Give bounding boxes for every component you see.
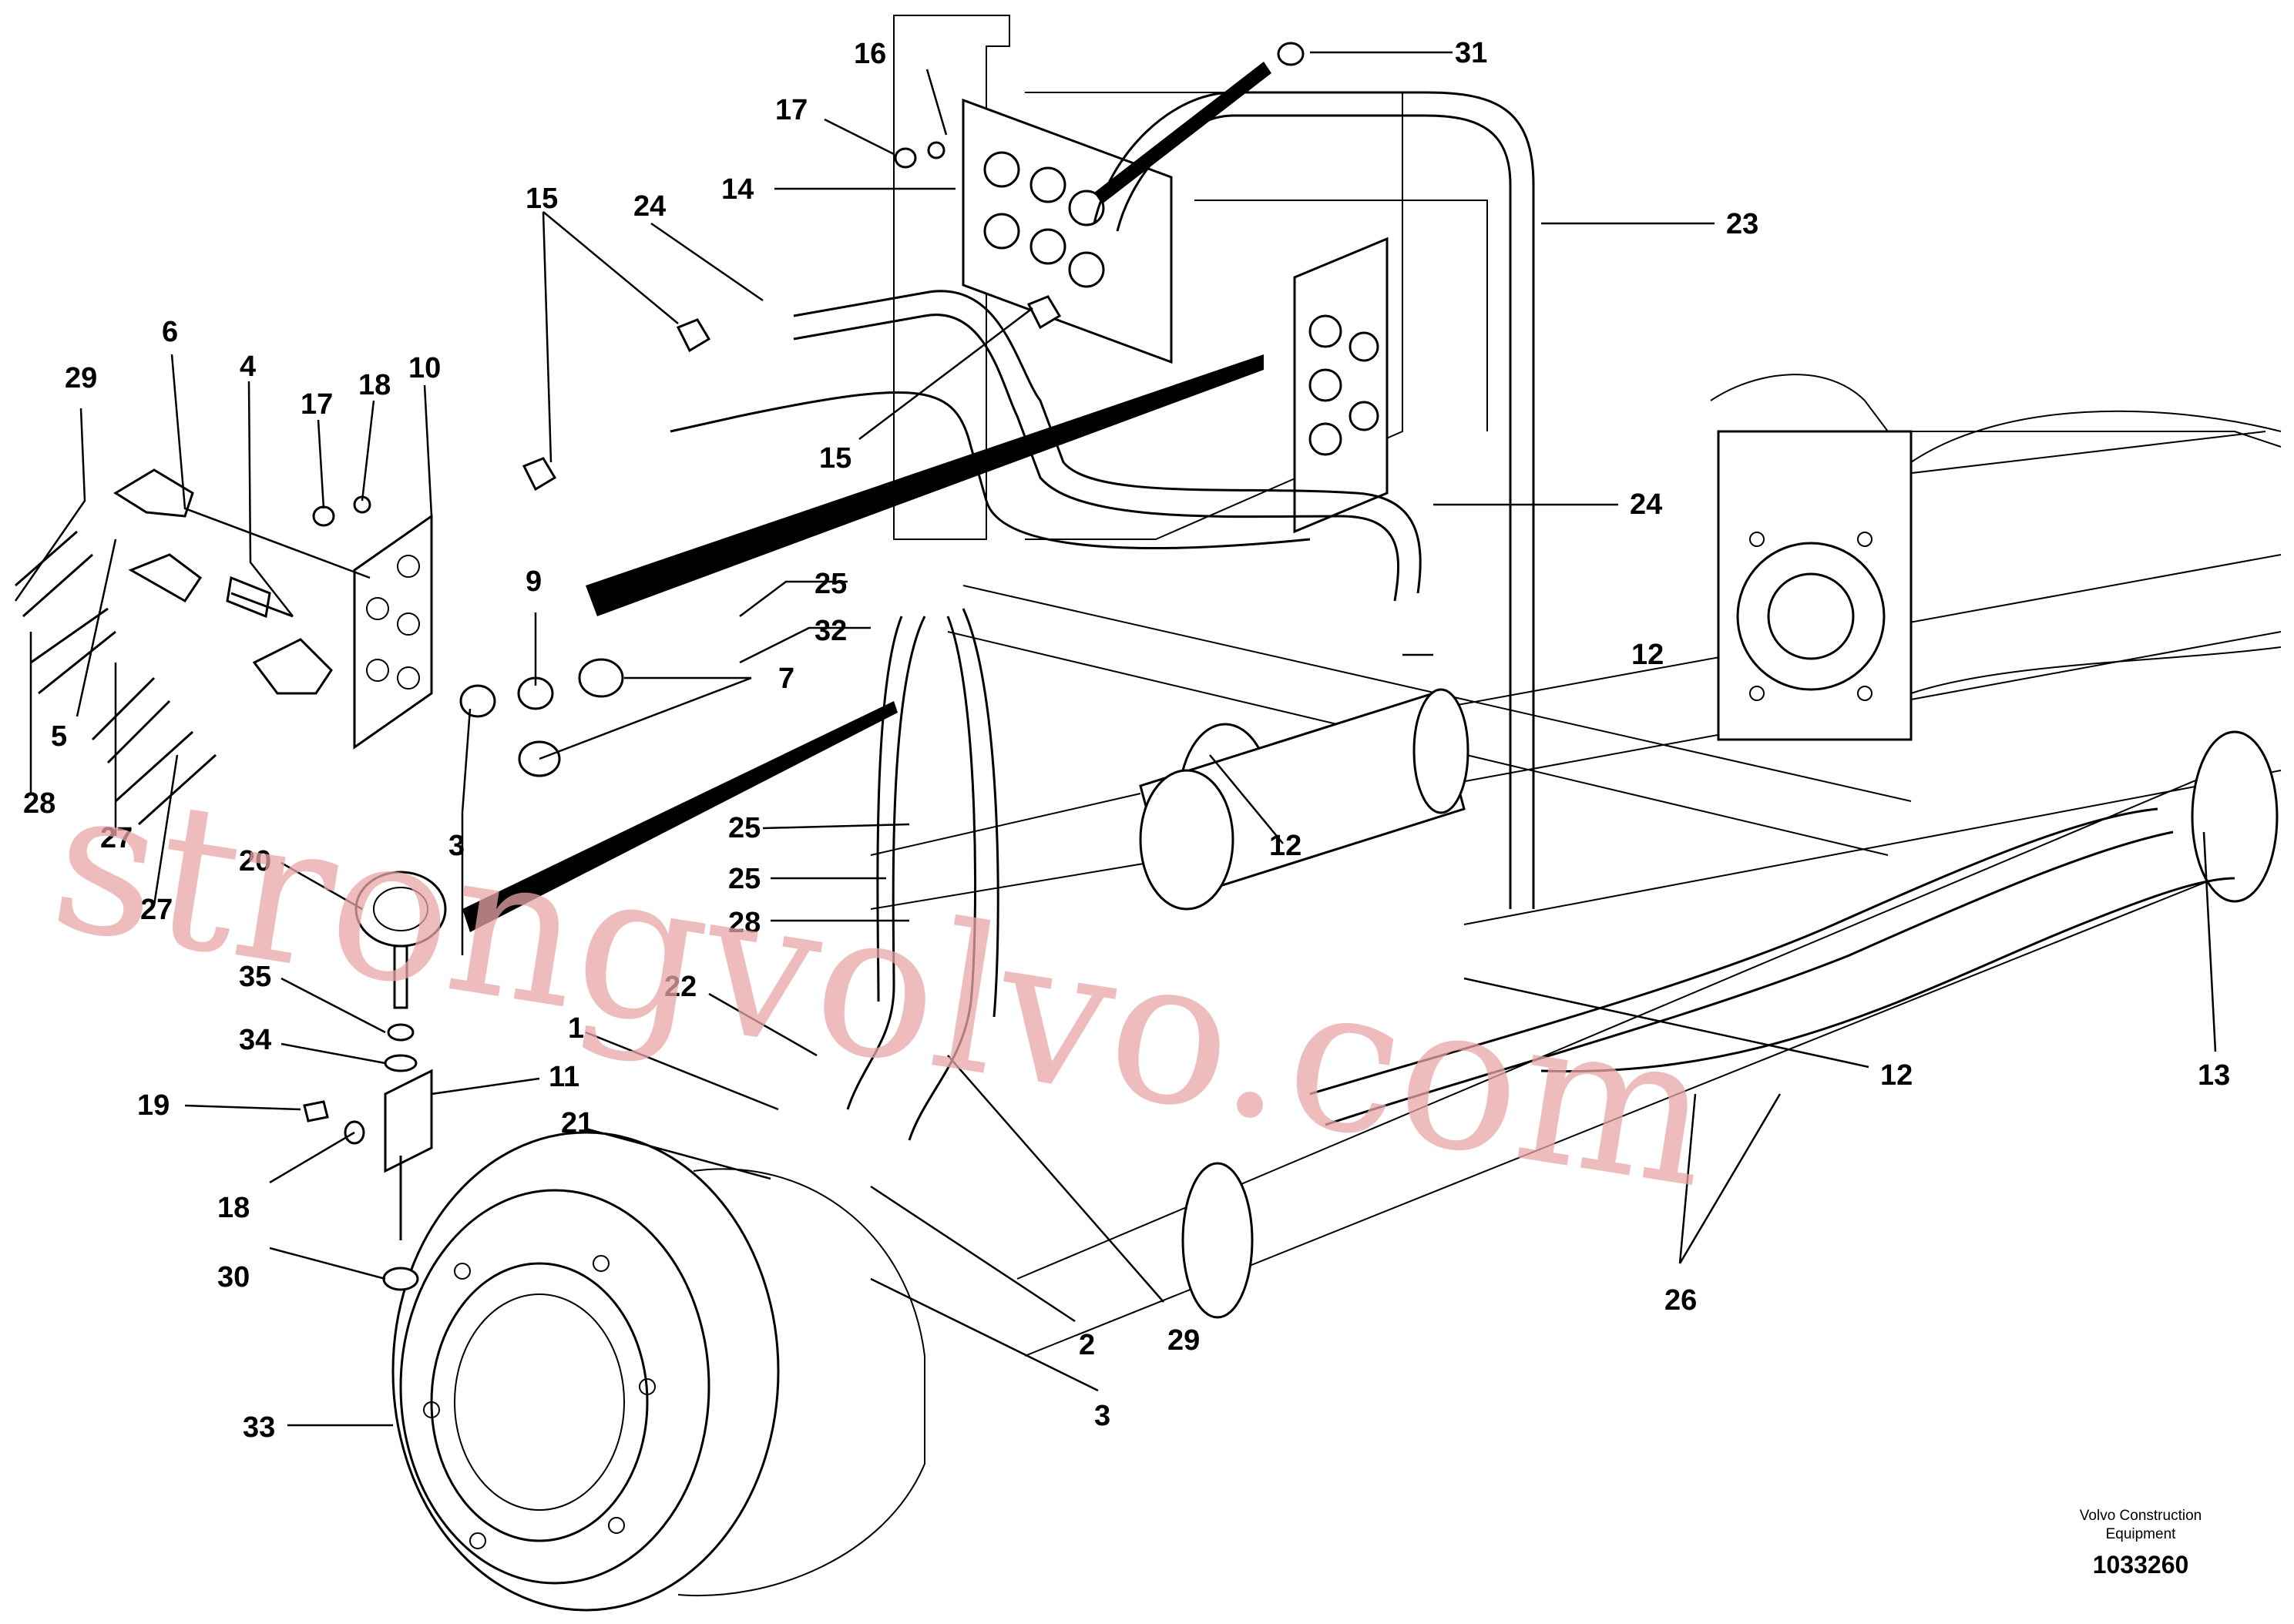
callout-label: 6 xyxy=(162,316,178,348)
callout-label: 27 xyxy=(100,822,133,854)
callout-label: 2 xyxy=(1079,1329,1095,1361)
callout-label: 4 xyxy=(240,351,256,383)
callout-label: 26 xyxy=(1664,1284,1697,1317)
hoses xyxy=(15,91,2235,1141)
callout-label: 9 xyxy=(526,565,542,598)
callout-label: 29 xyxy=(1167,1324,1200,1357)
callout-label: 11 xyxy=(549,1061,579,1093)
callout-label: 17 xyxy=(301,388,333,421)
callout-label: 15 xyxy=(526,183,558,215)
drawing-artwork xyxy=(15,15,2282,1612)
credit-line-1: Volvo Construction xyxy=(2080,1508,2202,1524)
watermark-text: strongvolvo.com xyxy=(39,742,1726,1233)
steering-cylinder xyxy=(870,688,1469,911)
callout-label: 31 xyxy=(1455,37,1487,69)
callout-label: 10 xyxy=(408,352,441,384)
callout-label: 27 xyxy=(140,894,173,926)
callout-numbers: 16 31 17 14 23 15 24 24 15 6 10 29 4 17 … xyxy=(23,37,2230,1444)
callout-label: 5 xyxy=(51,720,67,753)
callout-label: 7 xyxy=(778,663,794,695)
leader-wedges xyxy=(462,62,1271,932)
callout-label: 25 xyxy=(728,863,761,895)
callout-label: 12 xyxy=(1880,1059,1913,1092)
callout-label: 20 xyxy=(239,845,271,877)
leader-lines xyxy=(14,51,2217,1427)
callout-label: 13 xyxy=(2198,1059,2230,1092)
callout-label: 16 xyxy=(854,38,886,70)
callout-label: 12 xyxy=(1631,639,1664,671)
callout-label: 23 xyxy=(1726,208,1758,240)
callout-label: 29 xyxy=(65,362,97,394)
document-number: 1033260 xyxy=(2093,1551,2189,1579)
callout-label: 18 xyxy=(358,369,391,401)
callout-label: 25 xyxy=(728,812,761,844)
callout-label: 28 xyxy=(23,787,55,820)
callout-label: 18 xyxy=(217,1192,250,1224)
callout-label: 25 xyxy=(814,568,847,600)
nuts-and-fittings xyxy=(113,42,1305,777)
callout-label: 15 xyxy=(819,442,851,475)
callout-label: 14 xyxy=(721,173,754,206)
callout-label: 35 xyxy=(239,961,271,993)
wheel-hub xyxy=(391,1131,925,1612)
drive-flange xyxy=(1717,410,2282,741)
callout-label: 1 xyxy=(568,1012,584,1045)
callout-label: 32 xyxy=(814,615,847,647)
callout-label: 30 xyxy=(217,1261,250,1293)
callout-label: 33 xyxy=(243,1411,275,1444)
callout-label: 3 xyxy=(1094,1400,1110,1432)
callout-label: 3 xyxy=(448,830,465,862)
credit-line-2: Equipment xyxy=(2106,1526,2177,1542)
valve-block-mid xyxy=(1293,237,1389,534)
bracket-plate xyxy=(353,514,433,1240)
callout-label: 19 xyxy=(137,1089,170,1122)
callout-label: 28 xyxy=(728,907,761,939)
credit-block: Volvo Construction Equipment 1033260 xyxy=(2080,1508,2202,1579)
callout-label: 17 xyxy=(775,94,808,126)
callout-label: 24 xyxy=(1630,488,1662,521)
callout-label: 34 xyxy=(239,1024,271,1056)
callout-label: 21 xyxy=(561,1107,593,1139)
callout-label: 12 xyxy=(1269,830,1302,862)
ring-eye-bolt xyxy=(303,871,447,1291)
callout-label: 22 xyxy=(664,971,697,1003)
callout-label: 24 xyxy=(633,190,666,223)
